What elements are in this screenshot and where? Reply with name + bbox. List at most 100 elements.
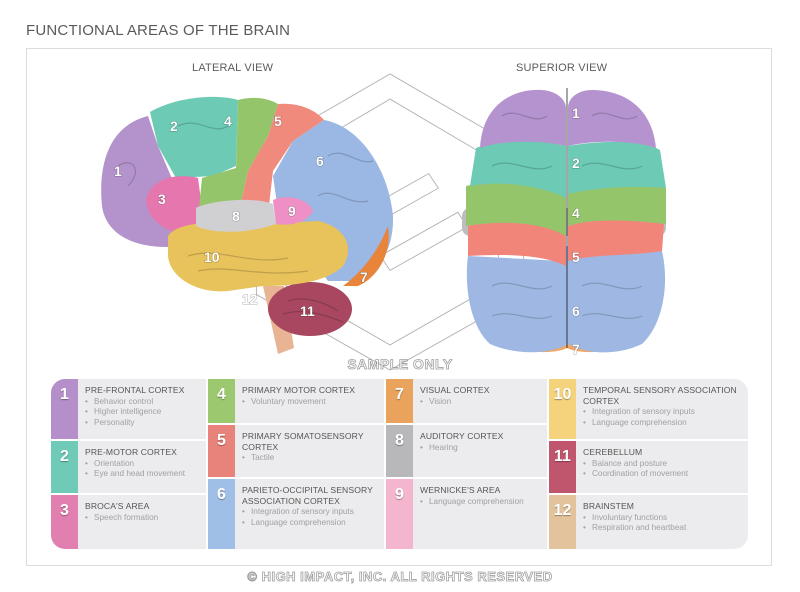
area-function: Language comprehension (420, 497, 524, 508)
legend-item: 5 PRIMARY SOMATOSENSORY CORTEX Tactile (208, 425, 384, 477)
region-label-8: 8 (232, 208, 240, 224)
area-function: Integration of sensory inputs (242, 507, 379, 518)
area-number-badge: 11 (549, 441, 576, 493)
superior-label-1: 1 (572, 105, 580, 121)
area-function: Speech formation (85, 513, 158, 524)
region-6-parieto-occipital-superior (466, 246, 666, 353)
region-3-broca (146, 176, 203, 234)
area-name: VISUAL CORTEX (420, 385, 490, 395)
area-number-badge: 3 (51, 495, 78, 549)
area-number-badge: 2 (51, 441, 78, 493)
area-number-badge: 6 (208, 479, 235, 549)
superior-label-4: 4 (572, 205, 580, 221)
legend-item: 9 WERNICKE'S AREA Language comprehension (386, 479, 547, 549)
area-function: Language comprehension (242, 518, 379, 529)
legend-column-2: 4 PRIMARY MOTOR CORTEX Voluntary movemen… (208, 379, 384, 549)
legend-item: 4 PRIMARY MOTOR CORTEX Voluntary movemen… (208, 379, 384, 423)
area-function: Hearing (420, 443, 503, 454)
legend-item: 8 AUDITORY CORTEX Hearing (386, 425, 547, 477)
area-name: WERNICKE'S AREA (420, 485, 501, 495)
legend-column-4: 10 TEMPORAL SENSORY ASSOCIATION CORTEX I… (549, 379, 748, 549)
area-function: Involuntary functions (583, 513, 686, 524)
area-number-badge: 7 (386, 379, 413, 423)
legend-item: 12 BRAINSTEM Involuntary functionsRespir… (549, 495, 748, 549)
superior-label-2: 2 (572, 155, 580, 171)
region-label-3: 3 (158, 191, 166, 207)
region-10-temporal (168, 221, 349, 292)
legend-item: 6 PARIETO-OCCIPITAL SENSORY ASSOCIATION … (208, 479, 384, 549)
area-name: BRAINSTEM (583, 501, 635, 511)
area-name: PRIMARY MOTOR CORTEX (242, 385, 356, 395)
lateral-brain-illustration: 1 2 3 4 5 6 7 8 9 10 12 11 (101, 96, 394, 354)
area-function: Integration of sensory inputs (583, 407, 743, 418)
area-function: Higher intelligence (85, 407, 185, 418)
superior-label-7: 7 (572, 341, 580, 357)
area-number-badge: 10 (549, 379, 576, 439)
region-9-wernicke (273, 197, 313, 225)
copyright-watermark: © HIGH IMPACT, INC. ALL RIGHTS RESERVED (247, 569, 553, 585)
area-function: Tactile (242, 453, 379, 464)
area-name: PRE-FRONTAL CORTEX (85, 385, 185, 395)
region-label-7: 7 (360, 269, 368, 285)
legend-item: 3 BROCA'S AREA Speech formation (51, 495, 206, 549)
region-5-somatosensory-superior (468, 219, 664, 266)
area-name: PRE-MOTOR CORTEX (85, 447, 178, 457)
superior-label-5: 5 (572, 249, 580, 265)
region-11-cerebellum (268, 282, 352, 336)
area-function: Vision (420, 397, 490, 408)
area-number-badge: 9 (386, 479, 413, 549)
region-8-auditory (196, 199, 276, 232)
region-1-prefrontal-superior (480, 89, 656, 148)
area-name: PRIMARY SOMATOSENSORY CORTEX (242, 431, 364, 452)
page-title: FUNCTIONAL AREAS OF THE BRAIN (26, 22, 291, 39)
region-label-4: 4 (224, 113, 232, 129)
area-name: AUDITORY CORTEX (420, 431, 504, 441)
superior-label-6: 6 (572, 303, 580, 319)
region-label-9: 9 (288, 203, 296, 219)
legend-column-3: 7 VISUAL CORTEX Vision 8 AUDITORY CORTEX… (386, 379, 547, 549)
area-name: TEMPORAL SENSORY ASSOCIATION CORTEX (583, 385, 737, 406)
legend-item: 2 PRE-MOTOR CORTEX OrientationEye and he… (51, 441, 206, 493)
legend-item: 11 CEREBELLUM Balance and postureCoordin… (549, 441, 748, 493)
area-function: Coordination of movement (583, 469, 688, 480)
area-function: Behavior control (85, 397, 185, 408)
area-name: BROCA'S AREA (85, 501, 150, 511)
region-7-visual (343, 226, 389, 286)
region-5-somatosensory (238, 103, 324, 216)
legend-item: 10 TEMPORAL SENSORY ASSOCIATION CORTEX I… (549, 379, 748, 439)
region-label-11: 11 (300, 303, 315, 319)
area-function: Orientation (85, 459, 185, 470)
region-label-2: 2 (170, 118, 178, 134)
area-name: PARIETO-OCCIPITAL SENSORY ASSOCIATION CO… (242, 485, 373, 506)
region-label-6: 6 (316, 153, 324, 169)
region-2-premotor-superior (470, 141, 666, 198)
region-label-5: 5 (274, 113, 282, 129)
area-number-badge: 12 (549, 495, 576, 549)
legend-item: 7 VISUAL CORTEX Vision (386, 379, 547, 423)
area-function: Balance and posture (583, 459, 688, 470)
gyri-texture-superior (491, 112, 643, 319)
area-number-badge: 4 (208, 379, 235, 423)
area-function: Respiration and heartbeat (583, 523, 686, 534)
legend-item: 1 PRE-FRONTAL CORTEX Behavior controlHig… (51, 379, 206, 439)
legend-table: 1 PRE-FRONTAL CORTEX Behavior controlHig… (51, 379, 748, 549)
area-number-badge: 8 (386, 425, 413, 477)
legend-column-1: 1 PRE-FRONTAL CORTEX Behavior controlHig… (51, 379, 206, 549)
region-2-premotor (150, 96, 238, 178)
area-function: Eye and head movement (85, 469, 185, 480)
area-function: Personality (85, 418, 185, 429)
superior-brain-illustration: 1 2 4 5 6 7 (462, 88, 666, 358)
area-number-badge: 1 (51, 379, 78, 439)
area-number-badge: 5 (208, 425, 235, 477)
superior-view-label: SUPERIOR VIEW (516, 62, 608, 74)
region-4-motor (198, 97, 278, 218)
area-function: Voluntary movement (242, 397, 355, 408)
gyri-texture (117, 122, 374, 323)
area-function: Language comprehension (583, 418, 743, 429)
region-label-10: 10 (204, 249, 220, 265)
area-name: CEREBELLUM (583, 447, 643, 457)
region-label-12: 12 (242, 291, 258, 307)
region-4-motor-superior (466, 182, 666, 236)
lateral-view-label: LATERAL VIEW (192, 62, 274, 74)
region-label-1: 1 (114, 163, 122, 179)
